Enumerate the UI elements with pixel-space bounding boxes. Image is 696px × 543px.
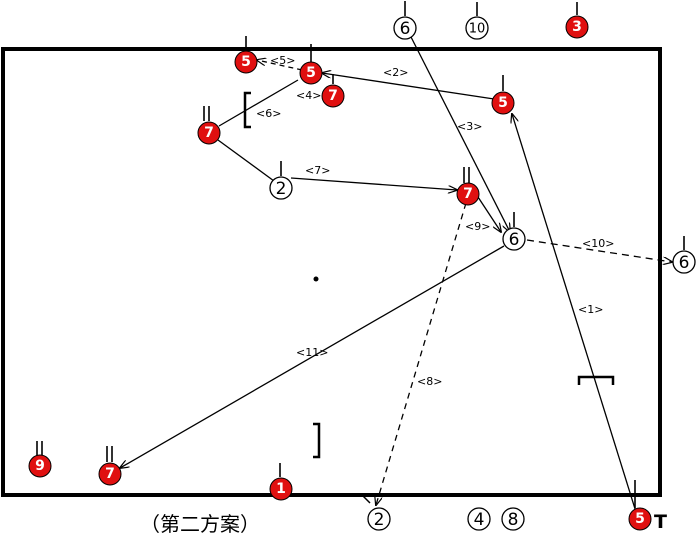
red-player-9 — [28, 454, 52, 478]
white-player-8 — [501, 507, 525, 531]
arrow-label-5: <5> — [270, 54, 295, 67]
arrow-9 — [477, 196, 501, 232]
red-player-label: 9 — [35, 458, 45, 474]
arrow-1 — [512, 114, 637, 513]
arrow-8 — [376, 202, 467, 505]
arrow-label-2: <2> — [383, 66, 408, 79]
white-player-6-top — [393, 16, 417, 40]
red-player-label: 5 — [498, 95, 508, 111]
white-player-2-center — [269, 176, 293, 200]
arrow-2 — [322, 73, 495, 100]
arrow-label-10: <10> — [582, 237, 614, 250]
arrow-10 — [526, 239, 672, 262]
red-player-5-top-left — [234, 50, 258, 74]
bracket-tick — [361, 494, 371, 504]
court-boundary — [1, 47, 662, 497]
white-player-label: 2 — [276, 179, 287, 199]
red-player-label: 5 — [241, 54, 251, 70]
red-player-label: 7 — [463, 186, 473, 202]
red-player-1 — [269, 477, 293, 501]
arrow-label-11: <11> — [296, 346, 328, 359]
white-player-label: 6 — [400, 19, 411, 39]
red-player-label: 3 — [572, 19, 582, 35]
red-player-7-bottom — [98, 462, 122, 486]
red-player-label: 7 — [328, 88, 338, 104]
arrow-5 — [257, 60, 303, 71]
red-player-label: 7 — [204, 125, 214, 141]
red-player-label: 5 — [635, 511, 645, 527]
arrow-label-9: <9> — [465, 220, 490, 233]
arrow-11 — [120, 245, 505, 468]
court-center-dot — [313, 276, 319, 282]
diagram-caption: （第二方案） — [140, 512, 260, 536]
white-player-6-center — [502, 227, 526, 251]
white-player-6-right — [672, 250, 696, 274]
red-player-5-bottom-right — [628, 507, 652, 531]
red-player-7-top — [321, 84, 345, 108]
white-player-10 — [465, 16, 489, 40]
arrow-label-3: <3> — [457, 120, 482, 133]
red-player-label: 1 — [276, 481, 286, 497]
arrow-label-7: <7> — [305, 164, 330, 177]
bracket-mark — [243, 91, 251, 129]
bracket-mark — [577, 375, 615, 385]
white-player-label: 6 — [679, 253, 690, 273]
red-player-7-center — [456, 182, 480, 206]
arrow-label-1: <1> — [578, 303, 603, 316]
white-player-2-bottom — [367, 507, 391, 531]
arrow-label-4: <4> — [296, 89, 321, 102]
red-player-label: 5 — [306, 65, 316, 81]
bracket-mark — [313, 422, 321, 459]
arrow-label-6: <6> — [256, 107, 281, 120]
white-player-label: 6 — [509, 230, 520, 250]
white-player-label: 4 — [474, 510, 485, 530]
red-player-5-top — [299, 61, 323, 85]
arrow-label-8: <8> — [417, 375, 442, 388]
white-player-label: 8 — [508, 510, 519, 530]
red-player-7-left — [197, 121, 221, 145]
white-player-label: 2 — [374, 510, 385, 530]
arrow-3 — [409, 34, 510, 232]
white-player-4 — [467, 507, 491, 531]
red-player-label: 7 — [105, 466, 115, 482]
player-ticks — [36, 1, 685, 508]
arrow-6 — [217, 139, 275, 182]
arrow-7 — [290, 177, 457, 190]
red-player-3 — [565, 15, 589, 39]
red-player-5-right — [491, 91, 515, 115]
arrow-4 — [218, 79, 299, 127]
white-player-label: 10 — [469, 22, 486, 37]
timeout-label: T — [654, 511, 667, 533]
